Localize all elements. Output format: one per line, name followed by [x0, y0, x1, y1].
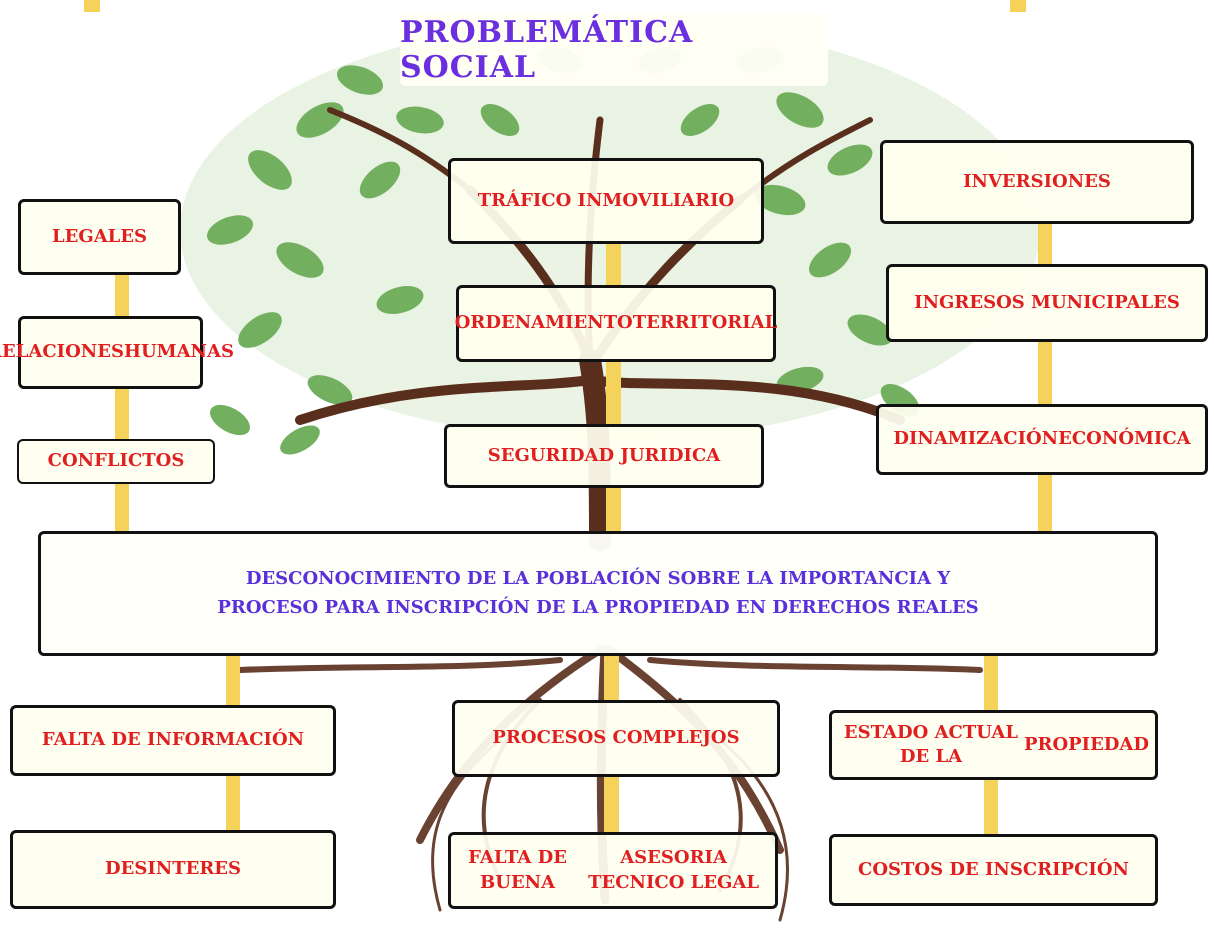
core-problem: DESCONOCIMIENTO DE LA POBLACIÓN SOBRE LA…	[38, 531, 1158, 656]
cause-costos-inscripcion: COSTOS DE INSCRIPCIÓN	[829, 834, 1158, 906]
effect-trafico-inmoviliario: TRÁFICO INMOVILIARIO	[448, 158, 764, 244]
effect-inversiones: INVERSIONES	[880, 140, 1194, 224]
effect-line: ECONÓMICA	[1058, 428, 1191, 450]
cause-line: FALTA DE BUENA	[468, 847, 567, 893]
connector	[1038, 475, 1052, 532]
edge-mark-right	[1010, 0, 1026, 12]
connector	[1038, 223, 1052, 265]
diagram-title: PROBLEMÁTICA SOCIAL	[400, 14, 828, 86]
connector	[984, 656, 998, 710]
effect-relaciones-humanas: RELACIONES HUMANAS	[0, 316, 234, 389]
cause-falta-asesoria: FALTA DE BUENA ASESORIA TECNICO LEGAL	[448, 832, 778, 909]
cause-line: ESTADO ACTUAL DE LA	[843, 721, 1019, 767]
cause-line: ASESORIA TECNICO LEGAL	[588, 847, 760, 893]
effect-seguridad-juridica: SEGURIDAD JURIDICA	[444, 424, 764, 488]
effect-line: ORDENAMIENTO	[454, 312, 633, 334]
effect-line: RELACIONES	[0, 341, 124, 363]
effect-line: TERRITORIAL	[632, 312, 778, 334]
connector	[1038, 342, 1052, 404]
connector	[606, 488, 621, 532]
connector	[226, 776, 240, 830]
connector	[606, 362, 621, 426]
connector	[115, 389, 129, 439]
cause-procesos-complejos: PROCESOS COMPLEJOS	[452, 700, 780, 777]
effect-line: HUMANAS	[123, 341, 234, 363]
connector	[604, 777, 619, 832]
core-problem-line: PROCESO PARA INSCRIPCIÓN DE LA PROPIEDAD…	[217, 596, 979, 618]
effect-ingresos-municipales: INGRESOS MUNICIPALES	[886, 264, 1208, 342]
effect-line: DINAMIZACIÓN	[893, 428, 1059, 450]
connector	[226, 656, 240, 705]
connector	[984, 780, 998, 834]
cause-desinteres: DESINTERES	[10, 830, 336, 909]
connector	[115, 274, 129, 318]
cause-line: PROPIEDAD	[1023, 733, 1149, 755]
effect-dinamizacion-economica: DINAMIZACIÓN ECONÓMICA	[876, 404, 1208, 475]
effect-conflictos: CONFLICTOS	[17, 439, 215, 484]
core-problem-line: DESCONOCIMIENTO DE LA POBLACIÓN SOBRE LA…	[245, 567, 951, 589]
cause-falta-informacion: FALTA DE INFORMACIÓN	[10, 705, 336, 776]
effect-legales: LEGALES	[18, 199, 181, 275]
effect-ordenamiento-territorial: ORDENAMIENTO TERRITORIAL	[454, 285, 778, 362]
connector	[606, 243, 621, 287]
cause-estado-actual-propiedad: ESTADO ACTUAL DE LA PROPIEDAD	[829, 710, 1158, 780]
edge-mark-left	[84, 0, 100, 12]
connector	[604, 656, 619, 700]
connector	[115, 484, 129, 532]
